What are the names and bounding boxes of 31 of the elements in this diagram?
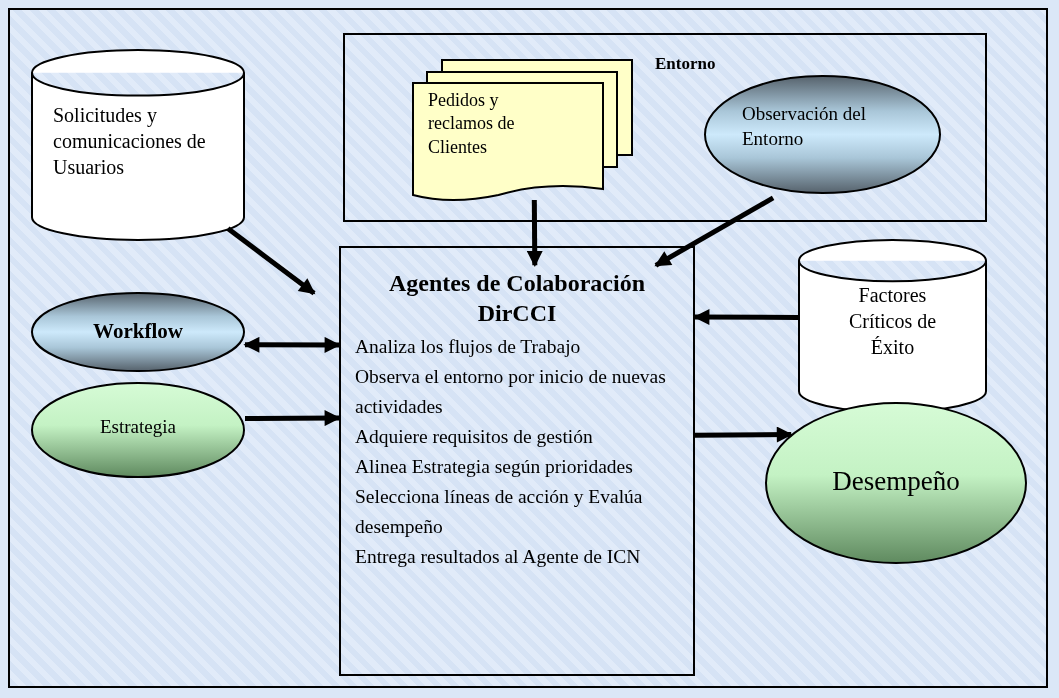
ellipse-node — [31, 382, 245, 478]
arrow — [245, 410, 341, 427]
arrow — [693, 309, 798, 325]
node-label: Observación del Entorno — [742, 102, 867, 151]
process-box — [339, 246, 695, 676]
list-item: Selecciona líneas de acción y Evalúa desempeño — [355, 485, 644, 539]
node-label: Factores Críticos de Éxito — [847, 283, 938, 360]
node-title: Agentes de Colaboración DirCCI — [388, 269, 646, 328]
node-label: Desempeño — [831, 465, 961, 498]
arrow — [526, 200, 543, 267]
ellipse-node — [704, 75, 941, 194]
container-box — [343, 33, 987, 222]
list-item: Analiza los flujos de Trabajo — [355, 335, 582, 359]
node-label: Estrategia — [99, 415, 177, 439]
ellipse-node — [31, 292, 245, 372]
ellipse-node — [765, 402, 1027, 564]
arrow — [695, 426, 793, 443]
database-cylinder — [31, 50, 245, 240]
database-cylinder — [798, 240, 987, 412]
node-label: Pedidos y reclamos de Clientes — [428, 89, 516, 159]
arrow — [226, 226, 316, 296]
arrow — [654, 195, 775, 268]
arrow — [243, 336, 341, 353]
list-item: Entrega resultados al Agente de ICN — [355, 545, 642, 569]
document-stack — [412, 59, 634, 202]
group-heading: Entorno — [655, 53, 717, 75]
node-label: Solicitudes y comunicaciones de Usuarios — [53, 103, 207, 180]
list-item: Alinea Estrategia según prioridades — [355, 455, 634, 479]
node-label: Workflow — [92, 318, 184, 345]
list-item: Adquiere requisitos de gestión — [355, 425, 594, 449]
list-item: Observa el entorno por inicio de nuevas actividades — [355, 365, 667, 419]
